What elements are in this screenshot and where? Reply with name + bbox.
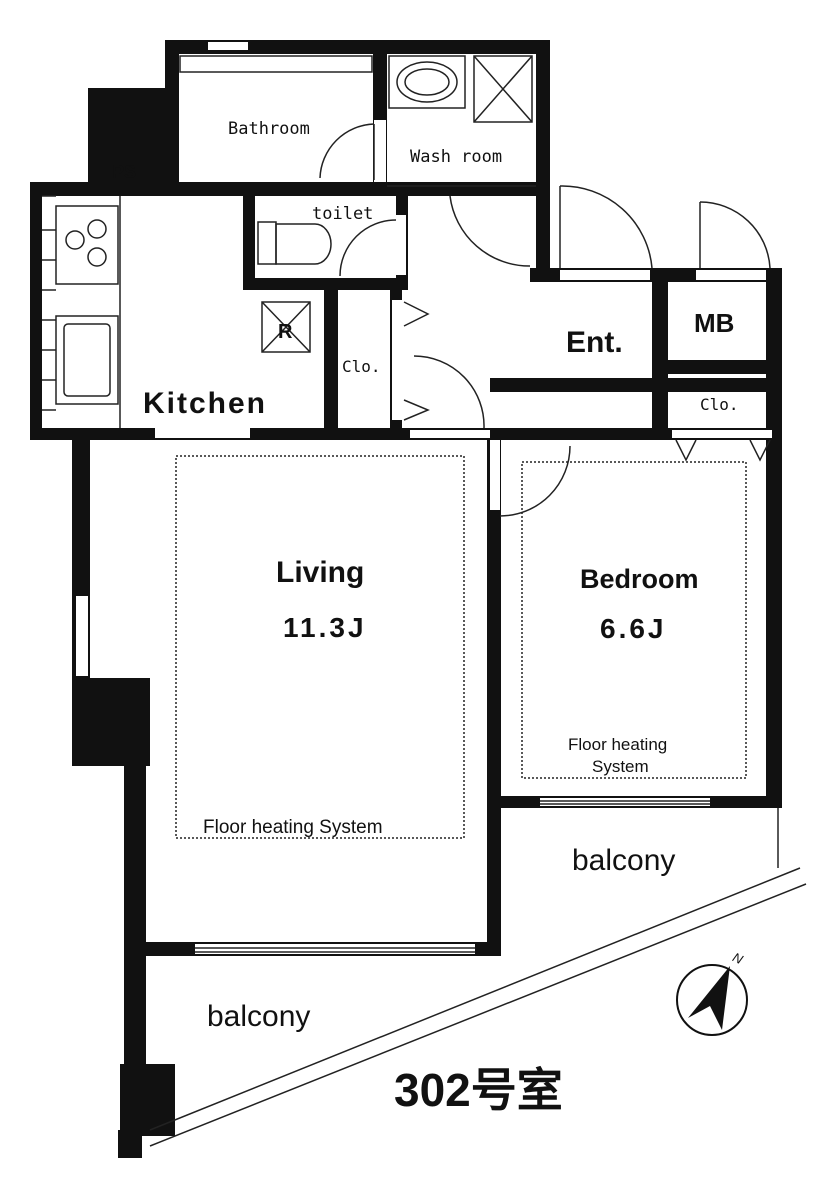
bedroom-system-label: System (592, 757, 649, 776)
walls (30, 40, 782, 1158)
closet-bedroom-label: Clo. (700, 395, 739, 414)
detail-lines (42, 55, 807, 1147)
meter-box-label: MB (694, 308, 734, 338)
unit-number-label: 302号室 (394, 1064, 563, 1116)
balcony-right-label: balcony (572, 844, 675, 877)
kitchen-label: Kitchen (143, 387, 267, 420)
bedroom-floor-heating-label: Floor heating (568, 735, 667, 754)
bathroom-label: Bathroom (228, 119, 310, 139)
bedroom-size-label: 6.6J (600, 613, 667, 644)
north-arrow-icon (676, 964, 748, 1036)
entrance-label: Ent. (566, 326, 623, 359)
toilet-label: toilet (312, 204, 373, 224)
bedroom-label: Bedroom (580, 564, 699, 594)
living-size-label: 11.3J (283, 612, 367, 643)
closet-hall-label: Clo. (342, 357, 381, 376)
openings (76, 42, 772, 954)
compass-n-label: N (730, 949, 745, 967)
living-label: Living (276, 556, 364, 589)
living-floor-heating-label: Floor heating System (203, 817, 383, 838)
refrigerator-label: R (278, 321, 293, 343)
ps-label: PS (112, 162, 136, 182)
balcony-left-label: balcony (207, 1000, 310, 1033)
wash-room-label: Wash room (410, 147, 502, 167)
